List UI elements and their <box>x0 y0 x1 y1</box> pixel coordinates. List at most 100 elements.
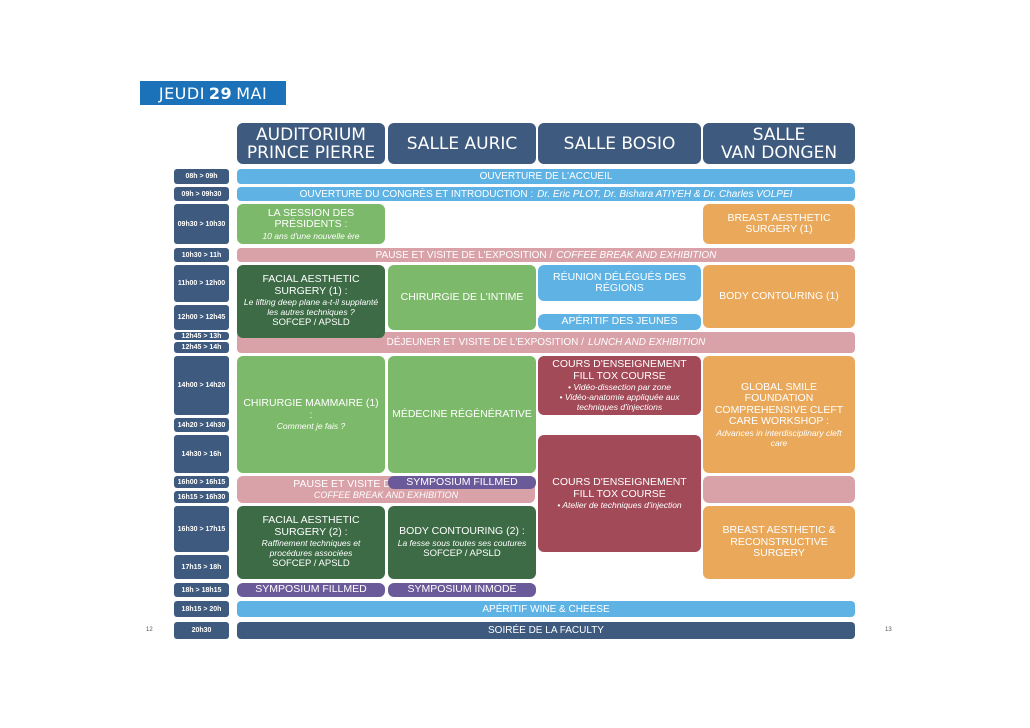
day-label: JEUDI <box>158 83 205 103</box>
session-title: SYMPOSIUM FILLMED <box>406 475 518 488</box>
band-text-italic: Dr. Eric PLOT, Dr. Bishara ATIYEH & Dr. … <box>537 188 793 200</box>
session-subtitle: Comment je fais ? <box>276 421 346 431</box>
session-subtitle: Advances in interdisciplinary cleft care <box>716 427 842 448</box>
band-text: OUVERTURE DE L'ACCUEIL <box>479 171 613 182</box>
session-title: BODY CONTOURING (2) : <box>399 525 525 537</box>
session-title: SYMPOSIUM INMODE <box>407 583 517 596</box>
room-line: SALLE AURIC <box>406 133 518 154</box>
time-slot: 18h15 > 20h <box>174 601 229 617</box>
session-title: FACIAL AESTHETIC SURGERY (2) : <box>262 514 360 538</box>
time-slot: 10h30 > 11h <box>174 248 229 262</box>
session-title: BREAST AESTHETIC & RECONSTRUCTIVE SURGER… <box>722 524 836 560</box>
page-number-left: 12 <box>146 627 153 633</box>
room-line: SALLE <box>752 124 806 145</box>
page-number-right: 13 <box>885 627 892 633</box>
band-pause-1: PAUSE ET VISITE DE L'EXPOSITION /COFFEE … <box>237 248 855 262</box>
room-header-bosio: SALLE BOSIO <box>538 123 701 164</box>
session-empty-pink <box>703 476 855 503</box>
session-facial-2: FACIAL AESTHETIC SURGERY (2) : Raffineme… <box>237 506 385 579</box>
band-dejeuner: DÉJEUNER ET VISITE DE L'EXPOSITION /LUNC… <box>237 332 855 353</box>
session-symposium-fillmed-auric: SYMPOSIUM FILLMED <box>388 476 536 489</box>
band-text: PAUSE ET VISITE DE L'EXPOSITION / <box>375 249 553 261</box>
band-ouverture: OUVERTURE DU CONGRÈS ET INTRODUCTION :Dr… <box>237 187 855 201</box>
day-month: MAI <box>236 83 268 103</box>
session-symposium-inmode: SYMPOSIUM INMODE <box>388 583 536 597</box>
band-text-italic: COFFEE BREAK AND EXHIBITION <box>556 249 717 261</box>
room-line: SALLE BOSIO <box>563 133 676 154</box>
session-title: CHIRURGIE MAMMAIRE (1) : <box>243 397 379 421</box>
session-subtitle: Raffinement techniques et procédures ass… <box>261 538 361 559</box>
session-title: MÉDECINE RÉGÉNÉRATIVE <box>392 407 532 420</box>
session-bullet: • Vidéo-anatomie appliquée aux technique… <box>559 392 680 412</box>
session-title: BREAST AESTHETIC SURGERY (1) <box>727 211 831 235</box>
band-text: OUVERTURE DU CONGRÈS ET INTRODUCTION : <box>299 188 534 200</box>
room-header-auric: SALLE AURIC <box>388 123 536 164</box>
session-title: BODY CONTOURING (1) <box>719 289 839 302</box>
room-line: VAN DONGEN <box>720 142 838 163</box>
session-reunion: RÉUNION DÉLÉGUÉS DES RÉGIONS <box>538 265 701 301</box>
session-bullet: • Atelier de techniques d'injection <box>557 500 682 510</box>
time-slot: 14h20 > 14h30 <box>174 418 229 432</box>
session-title: FACIAL AESTHETIC SURGERY (1) : <box>262 273 360 297</box>
session-regenerative: MÉDECINE RÉGÉNÉRATIVE <box>388 356 536 473</box>
session-body-1: BODY CONTOURING (1) <box>703 265 855 328</box>
session-title: APÉRITIF DES JEUNES <box>561 315 678 328</box>
band-soiree: SOIRÉE DE LA FACULTY <box>237 622 855 639</box>
session-title: CHIRURGIE DE L'INTIME <box>400 290 524 303</box>
session-body-2: BODY CONTOURING (2) : La fesse sous tout… <box>388 506 536 579</box>
session-org: SOFCEP / APSLD <box>272 558 350 570</box>
session-cours-1: COURS D'ENSEIGNEMENT FILL TOX COURSE • V… <box>538 356 701 415</box>
day-number: 29 <box>208 83 233 103</box>
session-facial-1: FACIAL AESTHETIC SURGERY (1) : Le liftin… <box>237 265 385 338</box>
session-subtitle: La fesse sous toutes ses coutures <box>397 537 527 548</box>
session-title: COURS D'ENSEIGNEMENT FILL TOX COURSE <box>552 358 687 382</box>
session-title: PAUSE ET VISITE DE L'EXPOSITION / <box>293 477 479 490</box>
band-text: SOIRÉE DE LA FACULTY <box>488 625 604 636</box>
band-text-italic: LUNCH AND EXHIBITION <box>587 337 706 348</box>
session-global-smile: GLOBAL SMILE FOUNDATION COMPREHENSIVE CL… <box>703 356 855 473</box>
time-slot: 14h30 > 16h <box>174 435 229 473</box>
session-subtitle: 10 ans d'une nouvelle ère <box>262 230 360 241</box>
time-slot: 09h > 09h30 <box>174 187 229 201</box>
band-aperitif-wine: APÉRITIF WINE & CHEESE <box>237 601 855 617</box>
time-slot: 09h30 > 10h30 <box>174 204 229 244</box>
band-text: APÉRITIF WINE & CHEESE <box>482 603 610 615</box>
time-slot: 17h15 > 18h <box>174 555 229 579</box>
session-title: COURS D'ENSEIGNEMENT FILL TOX COURSE <box>552 476 687 500</box>
session-aperitif-jeunes: APÉRITIF DES JEUNES <box>538 314 701 330</box>
time-slot: 14h00 > 14h20 <box>174 356 229 415</box>
time-slot: 11h00 > 12h00 <box>174 265 229 302</box>
time-slot: 08h > 09h <box>174 169 229 184</box>
session-subtitle: COFFEE BREAK AND EXHIBITION <box>313 490 459 501</box>
session-org: SOFCEP / APSLD <box>423 547 501 559</box>
session-symposium-fillmed: SYMPOSIUM FILLMED <box>237 583 385 597</box>
time-slot: 16h00 > 16h15 <box>174 476 229 488</box>
time-slot: 20h30 <box>174 622 229 639</box>
session-title: GLOBAL SMILE FOUNDATION COMPREHENSIVE CL… <box>714 380 844 427</box>
session-cours-2: COURS D'ENSEIGNEMENT FILL TOX COURSE • A… <box>538 435 701 552</box>
room-line: PRINCE PIERRE <box>246 142 376 163</box>
session-mammaire-1: CHIRURGIE MAMMAIRE (1) : Comment je fais… <box>237 356 385 473</box>
session-presidents: LA SESSION DES PRÉSIDENTS : 10 ans d'une… <box>237 204 385 244</box>
session-breast-1: BREAST AESTHETIC SURGERY (1) <box>703 204 855 244</box>
day-banner: JEUDI 29 MAI <box>140 81 286 105</box>
room-line: AUDITORIUM <box>256 124 366 145</box>
session-bullet: • Vidéo-dissection par zone <box>568 382 671 392</box>
session-breast-reconstructive: BREAST AESTHETIC & RECONSTRUCTIVE SURGER… <box>703 506 855 579</box>
session-org: SOFCEP / APSLD <box>272 317 350 329</box>
time-slot: 12h45 > 13h <box>174 332 229 340</box>
session-title: RÉUNION DÉLÉGUÉS DES RÉGIONS <box>552 270 687 294</box>
time-slot: 18h > 18h15 <box>174 583 229 597</box>
time-slot: 16h15 > 16h30 <box>174 491 229 503</box>
time-slot: 12h45 > 14h <box>174 342 229 353</box>
band-accueil: OUVERTURE DE L'ACCUEIL <box>237 169 855 184</box>
time-slot: 16h30 > 17h15 <box>174 506 229 552</box>
time-slot: 12h00 > 12h45 <box>174 305 229 330</box>
session-subtitle: Le lifting deep plane a-t-il supplanté l… <box>243 297 379 318</box>
session-title: LA SESSION DES PRÉSIDENTS : <box>267 206 355 230</box>
session-title: SYMPOSIUM FILLMED <box>255 583 367 596</box>
band-text: DÉJEUNER ET VISITE DE L'EXPOSITION / <box>386 337 584 348</box>
session-intime: CHIRURGIE DE L'INTIME <box>388 265 536 330</box>
